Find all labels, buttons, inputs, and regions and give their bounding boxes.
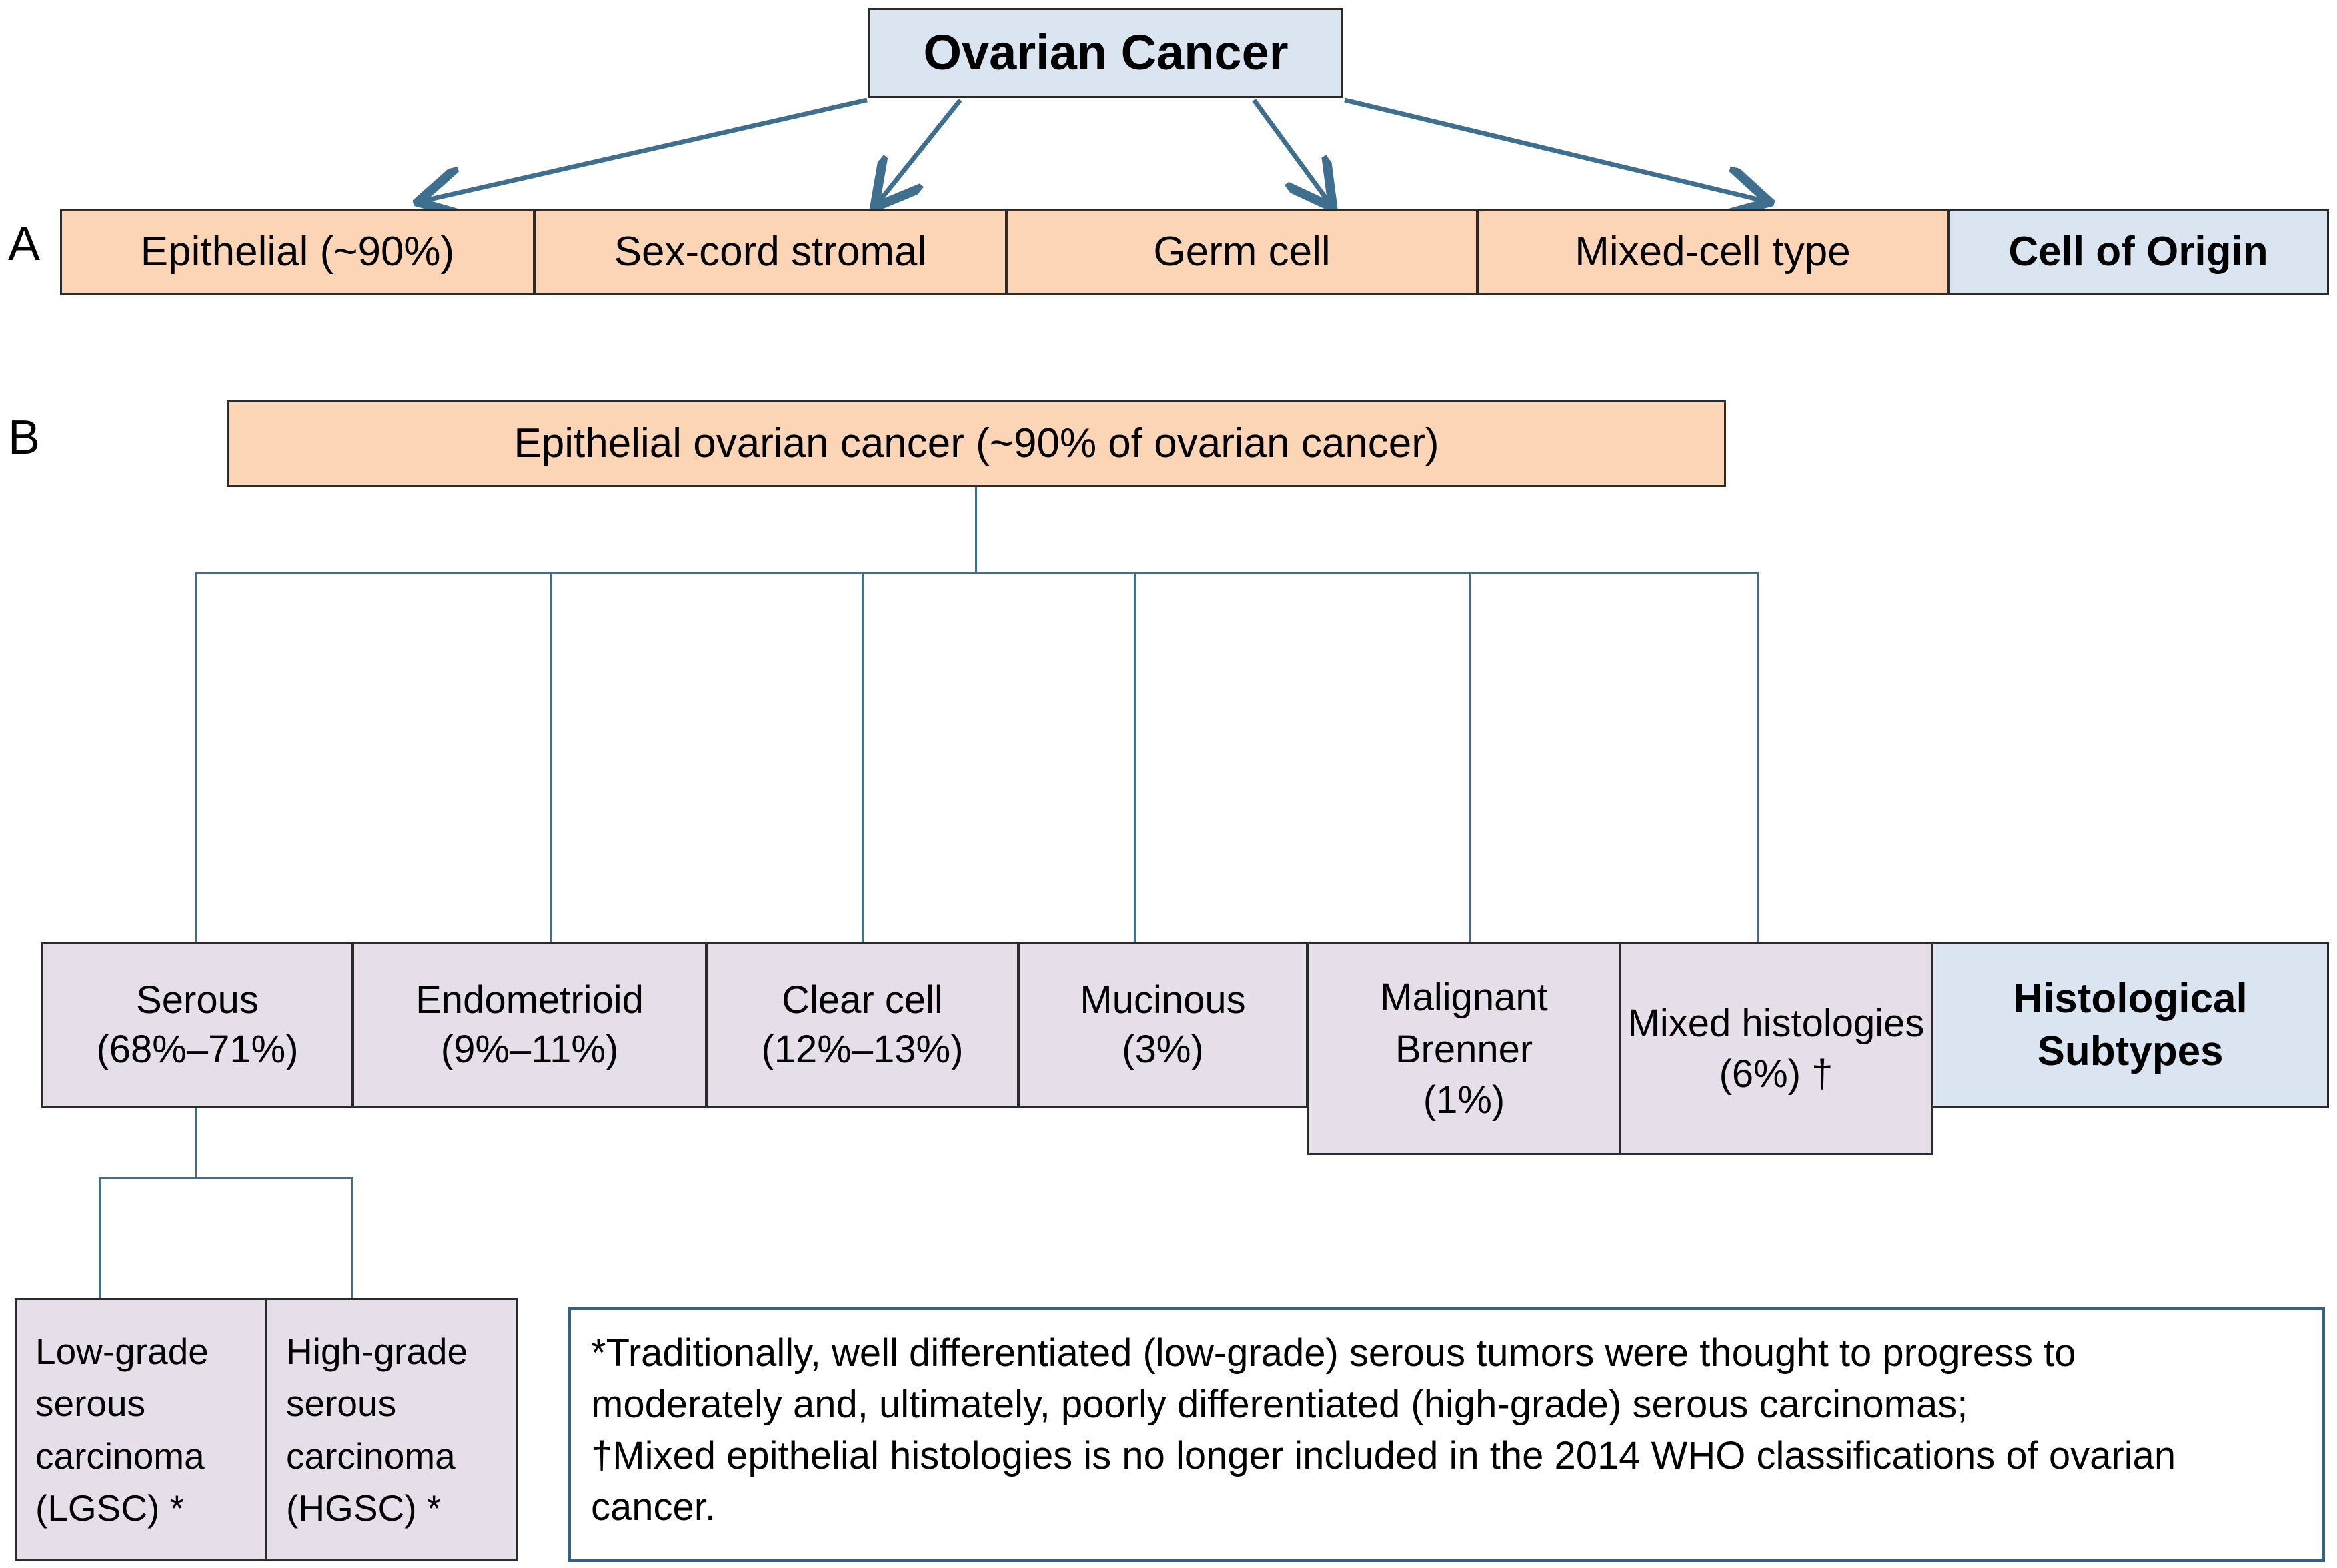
origin-label-epithelial: Epithelial (~90%) <box>140 229 455 275</box>
connector-drop-mixed-histologies <box>1757 572 1759 945</box>
connector-drop-malignant-brenner <box>1469 572 1471 945</box>
connector-drop-clear-cell <box>862 572 864 945</box>
origin-label-mixed-cell-type: Mixed-cell type <box>1575 229 1851 275</box>
footnote-box: *Traditionally, well differentiated (low… <box>568 1307 2325 1562</box>
connector-drop-serous <box>195 572 197 945</box>
subtype-pct-endometrioid: (9%–11%) <box>440 1028 619 1071</box>
subtype-pct-mixed-histologies: (6%) † <box>1719 1052 1833 1096</box>
origin-legend-cell-of-origin: Cell of Origin <box>1948 209 2329 295</box>
subtype-box-serous: Serous (68%–71%) <box>41 942 353 1108</box>
grade-box-hgsc: High-grade serous carcinoma (HGSC) * <box>265 1298 518 1561</box>
subtype-box-mixed-histologies: Mixed histologies (6%) † <box>1619 942 1933 1155</box>
subtype-legend-histological-subtypes: Histological Subtypes <box>1931 942 2329 1108</box>
subtype-box-endometrioid: Endometrioid (9%–11%) <box>352 942 707 1108</box>
subtype-pct-malignant-brenner: (1%) <box>1423 1078 1505 1122</box>
section-label-b: B <box>8 411 41 464</box>
origin-legend-label: Cell of Origin <box>2008 229 2268 275</box>
subtype-pct-mucinous: (3%) <box>1122 1028 1204 1071</box>
origin-label-sex-cord-stromal: Sex-cord stromal <box>614 229 927 275</box>
origin-box-sex-cord-stromal: Sex-cord stromal <box>534 209 1007 295</box>
epithelial-ovarian-cancer-label: Epithelial ovarian cancer (~90% of ovari… <box>514 420 1439 467</box>
connector-drop-hgsc <box>351 1177 353 1299</box>
root-node-label: Ovarian Cancer <box>923 25 1289 81</box>
subtype-box-clear-cell: Clear cell (12%–13%) <box>706 942 1019 1108</box>
origin-box-germ-cell: Germ cell <box>1006 209 1478 295</box>
subtype-box-malignant-brenner: Malignant Brenner (1%) <box>1307 942 1621 1155</box>
origin-label-germ-cell: Germ cell <box>1153 229 1331 275</box>
subtype-name-mucinous: Mucinous <box>1080 978 1246 1022</box>
subtype-legend-label-line2: Subtypes <box>2037 1028 2224 1074</box>
footnote-line-4: cancer. <box>591 1485 716 1529</box>
connector-stem-epithelial <box>975 487 977 574</box>
grade-label-hgsc: High-grade serous carcinoma (HGSC) * <box>286 1331 468 1529</box>
subtype-name-mixed-histologies: Mixed histologies <box>1627 1001 1925 1045</box>
connector-bus-serous-grades <box>99 1177 353 1179</box>
grade-label-lgsc: Low-grade serous carcinoma (LGSC) * <box>35 1331 209 1529</box>
footnote-line-2: moderately and, ultimately, poorly diffe… <box>591 1383 1968 1427</box>
subtype-box-mucinous: Mucinous (3%) <box>1018 942 1308 1108</box>
subtype-name-malignant-brenner: Malignant Brenner <box>1380 975 1548 1071</box>
subtype-legend-label-line1: Histological <box>2013 975 2248 1022</box>
origin-box-epithelial: Epithelial (~90%) <box>60 209 535 295</box>
connector-drop-lgsc <box>99 1177 101 1299</box>
connector-bus-subtypes <box>195 572 1759 574</box>
root-node-ovarian-cancer: Ovarian Cancer <box>868 8 1343 98</box>
connector-drop-mucinous <box>1134 572 1136 945</box>
section-label-a: A <box>8 217 41 271</box>
subtype-name-clear-cell: Clear cell <box>782 978 943 1022</box>
subtype-name-serous: Serous <box>136 978 259 1022</box>
footnote-line-1: *Traditionally, well differentiated (low… <box>591 1331 2076 1375</box>
subtype-name-endometrioid: Endometrioid <box>416 978 644 1022</box>
footnote-line-3: †Mixed epithelial histologies is no long… <box>591 1434 2176 1478</box>
connector-drop-endometrioid <box>550 572 552 945</box>
subtype-pct-serous: (68%–71%) <box>96 1028 299 1071</box>
subtype-pct-clear-cell: (12%–13%) <box>761 1028 964 1071</box>
epithelial-ovarian-cancer-box: Epithelial ovarian cancer (~90% of ovari… <box>227 400 1726 487</box>
grade-box-lgsc: Low-grade serous carcinoma (LGSC) * <box>15 1298 267 1561</box>
origin-box-mixed-cell-type: Mixed-cell type <box>1477 209 1949 295</box>
connector-stem-serous-to-grades <box>195 1108 197 1179</box>
